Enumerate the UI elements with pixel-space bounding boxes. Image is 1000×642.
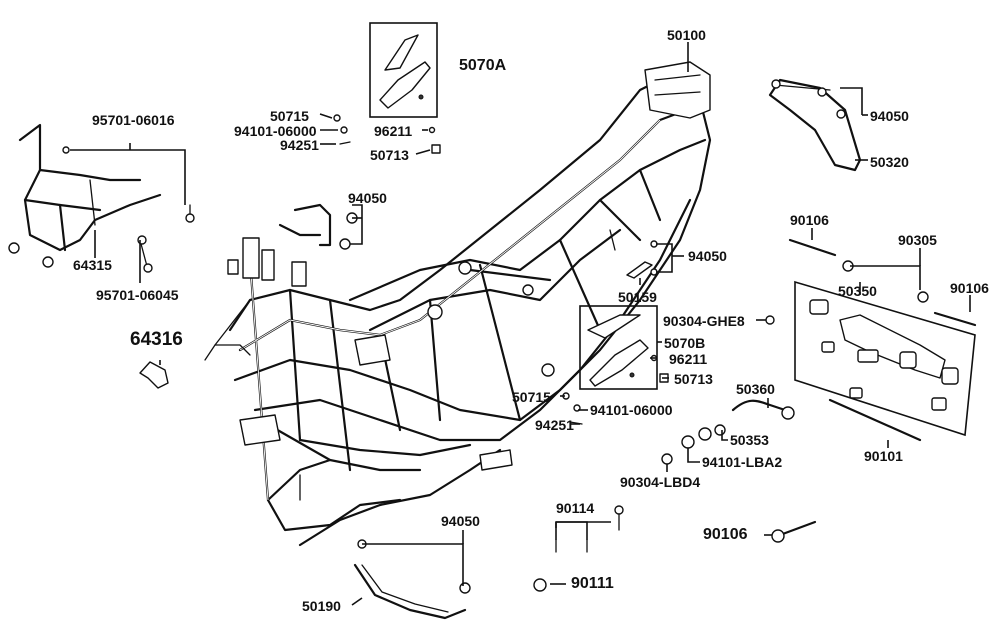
guard-50190 — [353, 539, 471, 620]
label-90106-c: 90106 — [703, 526, 748, 543]
bracket-64316 — [139, 361, 169, 389]
label-64316: 64316 — [130, 329, 183, 350]
bracket-64315 — [8, 123, 162, 268]
label-90304-LBD4: 90304-LBD4 — [620, 474, 701, 490]
bracket-50320 — [768, 78, 862, 172]
label-90111: 90111 — [571, 575, 614, 592]
label-50320: 50320 — [870, 154, 909, 170]
label-64315: 64315 — [73, 257, 112, 273]
label-50100: 50100 — [667, 27, 706, 43]
label-90114: 90114 — [556, 500, 595, 516]
label-94101-LBA2: 94101-LBA2 — [702, 454, 783, 470]
bracket-left-94050 — [278, 203, 358, 250]
rods-bolts — [137, 204, 977, 592]
label-94050-c: 94050 — [688, 248, 727, 264]
label-50715-top: 50715 — [270, 108, 309, 124]
label-90106-a: 90106 — [790, 212, 829, 228]
label-5070B: 5070B — [664, 335, 706, 351]
label-50713-top: 50713 — [370, 147, 409, 163]
label-50715-mid: 50715 — [512, 389, 551, 405]
label-50190: 50190 — [302, 598, 341, 614]
label-94050-b: 94050 — [870, 108, 909, 124]
label-90305: 90305 — [898, 232, 937, 248]
box-5070A — [369, 22, 438, 118]
label-90101: 90101 — [864, 448, 903, 464]
box-5070B — [579, 305, 658, 390]
label-90304-GHE8: 90304-GHE8 — [663, 313, 745, 329]
label-94050-a: 94050 — [348, 190, 387, 206]
label-94101-06000-top: 94101-06000 — [234, 123, 317, 139]
label-94251-mid: 94251 — [535, 417, 574, 433]
main-frame — [204, 61, 712, 547]
plate-50159 — [626, 240, 658, 279]
label-50360: 50360 — [736, 381, 775, 397]
label-94251-top: 94251 — [280, 137, 319, 153]
label-50159: 50159 — [618, 289, 657, 305]
box-50350 — [794, 280, 976, 437]
label-95701-06045: 95701-06045 — [96, 287, 179, 303]
label-5070A: 5070A — [459, 57, 507, 74]
leader-lines — [70, 42, 971, 606]
label-50353: 50353 — [730, 432, 769, 448]
label-94101-06000-mid: 94101-06000 — [590, 402, 673, 418]
label-94050-d: 94050 — [441, 513, 480, 529]
label-96211-top: 96211 — [374, 123, 413, 139]
label-50350: 50350 — [838, 283, 877, 299]
label-95701-06016: 95701-06016 — [92, 112, 175, 128]
label-96211-mid: 96211 — [669, 351, 708, 367]
label-50713-mid: 50713 — [674, 371, 713, 387]
label-90106-b: 90106 — [950, 280, 989, 296]
